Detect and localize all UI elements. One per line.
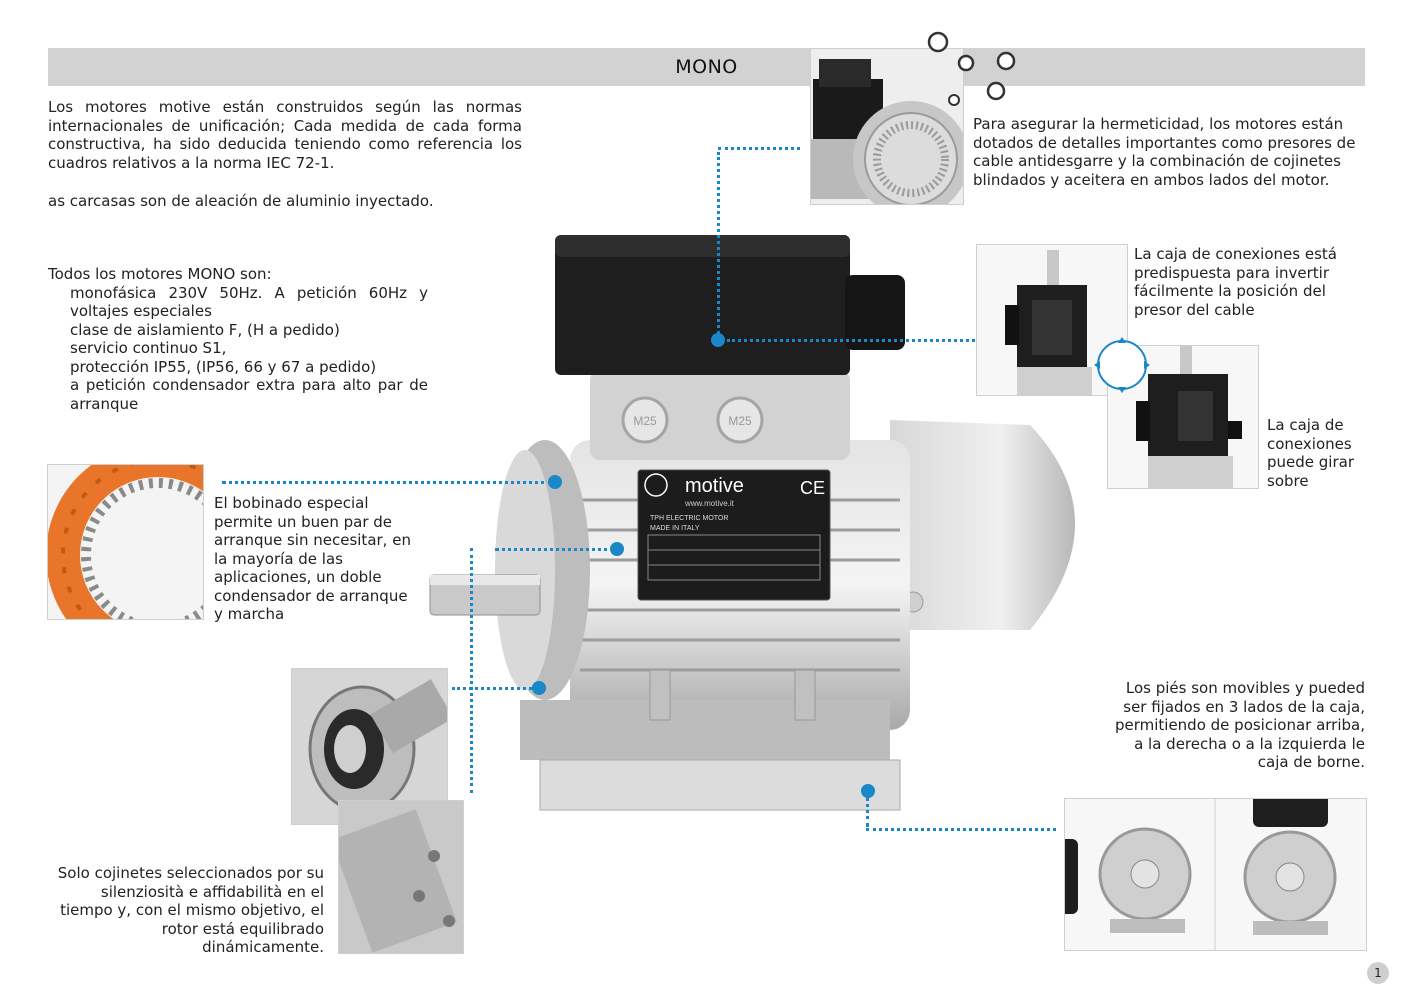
callout-dot bbox=[610, 542, 624, 556]
nameplate-brand: motive bbox=[685, 475, 744, 497]
feature-item: protección IP55, (IP56, 66 y 67 a pedido… bbox=[70, 357, 377, 376]
winding-image bbox=[48, 465, 203, 619]
callout-line bbox=[470, 548, 473, 793]
callout-dot bbox=[532, 681, 546, 695]
gland-label: M25 bbox=[633, 414, 657, 428]
callout-box-rotate: La caja de conexiones puede girar sobre bbox=[1267, 416, 1354, 490]
callout-bearings: Solo cojinetes seleccionados por su sile… bbox=[57, 864, 324, 956]
terminal-box-image bbox=[811, 49, 963, 204]
ce-mark: CE bbox=[800, 478, 825, 498]
callout-line bbox=[866, 797, 869, 827]
motor-illustration: M25 M25 motive www.motive.it CE TPH ELEC… bbox=[429, 235, 1075, 811]
features-list: Todos los motores MONO son: monofásica 2… bbox=[48, 265, 428, 413]
rotor-image bbox=[339, 801, 463, 953]
callout-sealing: Para asegurar la hermeticidad, los motor… bbox=[973, 115, 1356, 189]
photo-winding bbox=[47, 464, 204, 620]
callout-winding: El bobinado especial permite un buen par… bbox=[214, 494, 411, 623]
bearing-image bbox=[292, 669, 447, 824]
callout-feet: Los piés son movibles y pueded ser fijad… bbox=[1114, 679, 1365, 771]
callout-line bbox=[222, 481, 552, 484]
nameplate-line2: MADE IN ITALY bbox=[650, 525, 700, 532]
feet-positions-image bbox=[1065, 799, 1337, 950]
feature-item: clase de aislamiento F, (H a pedido) bbox=[70, 320, 340, 339]
rotate-arrows-icon bbox=[1094, 337, 1150, 393]
callout-line bbox=[718, 147, 800, 150]
nameplate-website: www.motive.it bbox=[684, 499, 735, 508]
callout-box-invert: La caja de conexiones está predispuesta … bbox=[1134, 245, 1337, 319]
terminal-box-front-image bbox=[1005, 250, 1092, 395]
photo-rotor bbox=[338, 800, 464, 954]
intro-paragraph: Los motores motive están construidos seg… bbox=[48, 98, 522, 172]
page-number: 1 bbox=[1367, 962, 1389, 984]
features-title: Todos los motores MONO son: bbox=[48, 265, 272, 283]
callout-line bbox=[727, 339, 992, 342]
feature-item: a petición condensador extra para alto p… bbox=[70, 376, 428, 413]
callout-line bbox=[452, 687, 537, 690]
callout-dot bbox=[548, 475, 562, 489]
terminal-box-rotated-image bbox=[1136, 346, 1242, 488]
callout-dot bbox=[711, 333, 725, 347]
page-title: MONO bbox=[675, 56, 738, 78]
intro-housing: as carcasas son de aleación de aluminio … bbox=[48, 192, 434, 210]
feature-item: monofásica 230V 50Hz. A petición 60Hz y … bbox=[70, 283, 428, 321]
water-drops-icon bbox=[927, 31, 1016, 106]
photo-bearing bbox=[291, 668, 448, 825]
feature-item: servicio continuo S1, bbox=[70, 339, 227, 357]
callout-line bbox=[866, 828, 1056, 831]
callout-line bbox=[717, 152, 720, 334]
callout-line bbox=[495, 548, 615, 551]
header-banner bbox=[48, 48, 1365, 86]
gland-label: M25 bbox=[728, 414, 752, 428]
nameplate-line1: TPH ELECTRIC MOTOR bbox=[650, 515, 728, 522]
callout-dot bbox=[861, 784, 875, 798]
photo-feet-positions bbox=[1064, 798, 1367, 951]
photo-terminal-box bbox=[810, 48, 964, 205]
